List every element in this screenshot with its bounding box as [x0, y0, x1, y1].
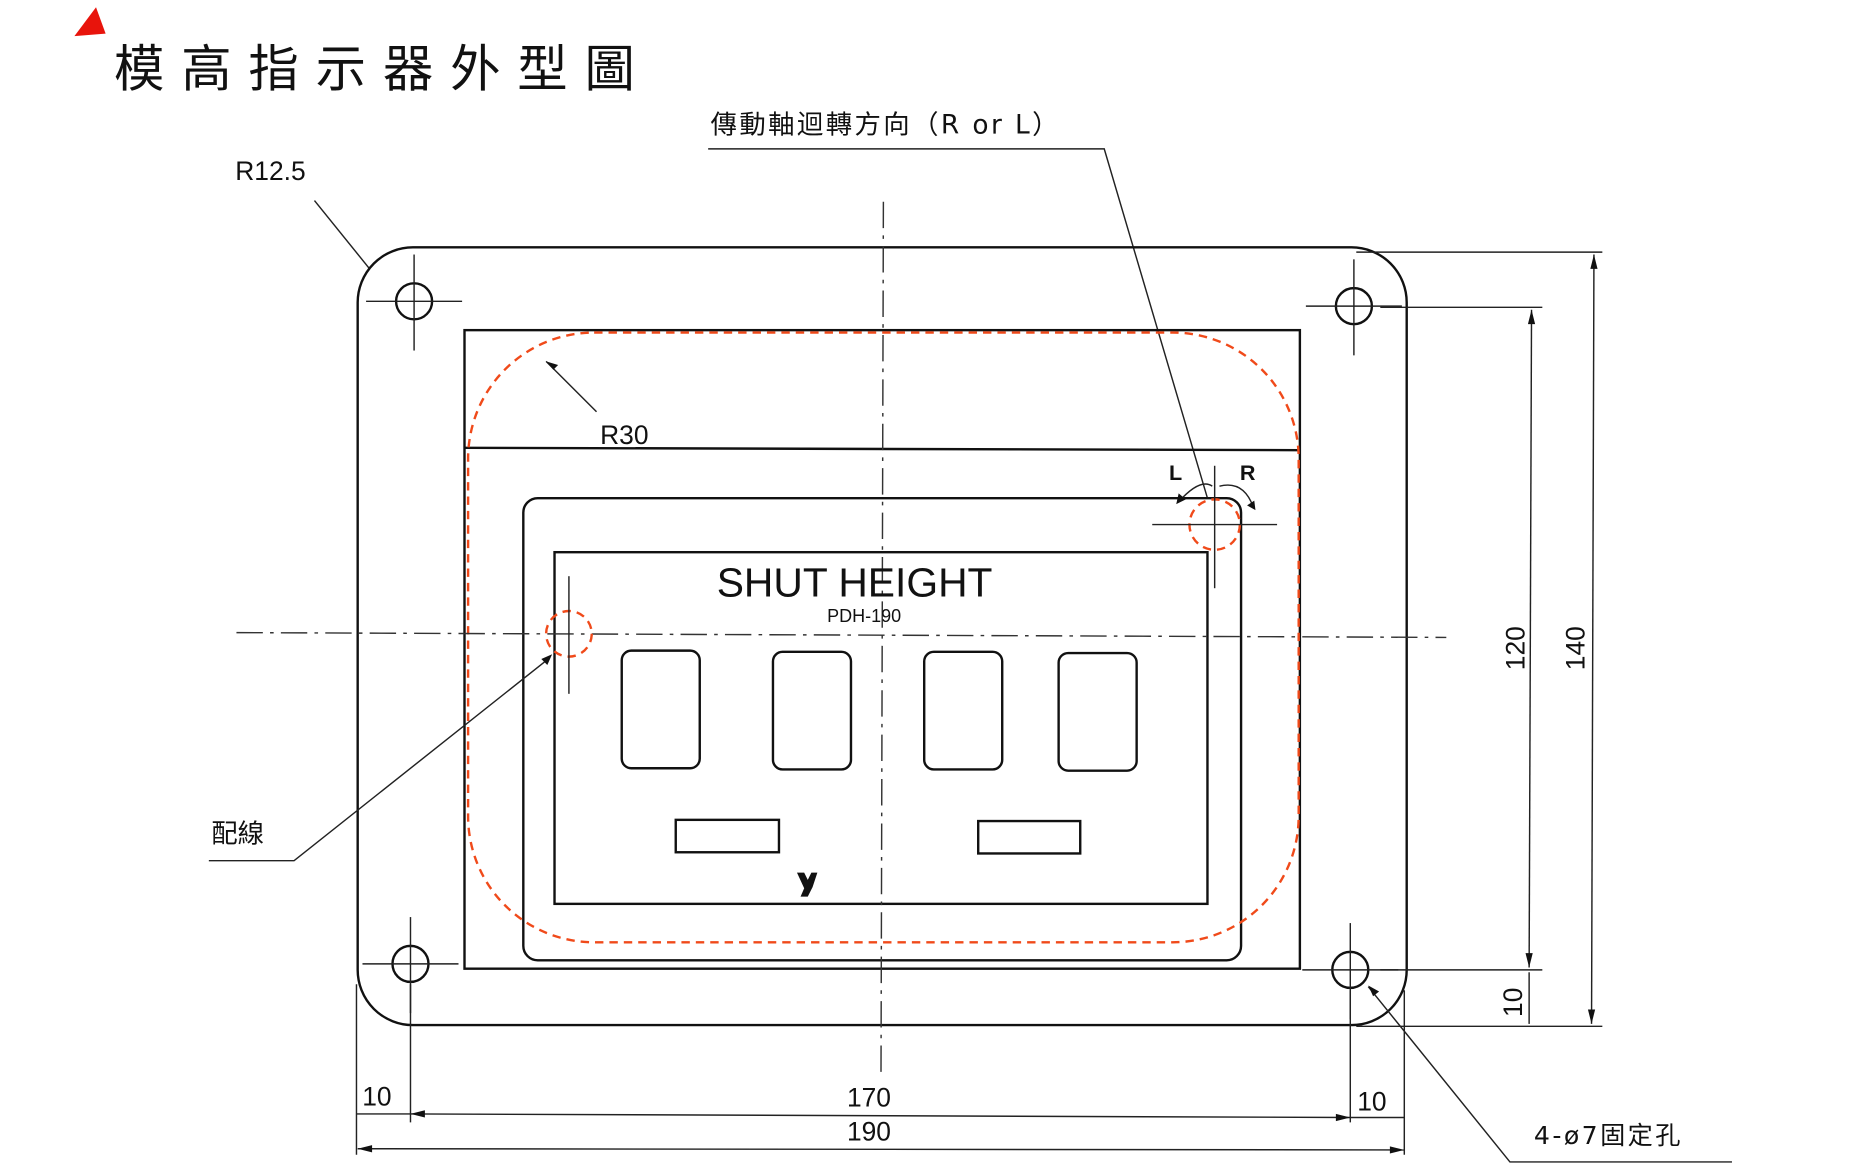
dimension-offset-bottom: 10 [1498, 988, 1528, 1017]
panel-heading: SHUT HEIGHT [717, 560, 993, 606]
red-marker-icon [74, 7, 106, 37]
mounting-holes-label: 4-ø7固定孔 [1534, 1121, 1683, 1150]
left-rotation-label: L [1169, 460, 1182, 485]
outer-plate [356, 246, 1408, 1027]
right-dimension-lines [1356, 251, 1603, 1028]
dimension-height-inner: 120 [1500, 626, 1530, 670]
button-slot [674, 818, 781, 854]
button-slot [977, 819, 1082, 855]
dimension-offset-right: 10 [1357, 1086, 1386, 1116]
inner-radius-leader [545, 360, 598, 413]
dimension-width-inner: 170 [847, 1083, 891, 1113]
wiring-label: 配線 [211, 819, 264, 850]
wiring-leader [208, 657, 551, 862]
mounting-hole [366, 254, 463, 351]
vertical-centerline [880, 201, 885, 1078]
digit-window [1057, 651, 1138, 772]
display-bezel [522, 496, 1243, 962]
mounting-hole [1305, 259, 1402, 356]
digit-window [620, 649, 701, 770]
cutout-outline [466, 331, 1300, 944]
dimension-width-outer: 190 [847, 1116, 891, 1146]
rotation-direction-label: 傳動軸迴轉方向（R or L） [711, 109, 1061, 140]
rotation-leader-line [708, 148, 1209, 499]
panel-model: PDH-190 [827, 606, 901, 626]
right-rotation-label: R [1240, 460, 1256, 485]
digit-window [771, 650, 853, 771]
corner-radius-leader [313, 200, 371, 270]
corner-radius-label: R12.5 [235, 156, 305, 186]
horizontal-centerline [236, 631, 1447, 639]
digit-window [922, 650, 1004, 771]
page-title: 模高指示器外型圖 [114, 39, 652, 98]
dimension-height-outer: 140 [1560, 626, 1590, 670]
brand-logo-icon [796, 872, 818, 897]
bottom-dimension-lines [355, 984, 1406, 1155]
rotation-arrow-right-icon [1219, 484, 1254, 507]
dimension-offset-left: 10 [362, 1082, 391, 1112]
mounting-holes-leader [1367, 986, 1732, 1163]
inner-radius-label: R30 [600, 420, 648, 450]
